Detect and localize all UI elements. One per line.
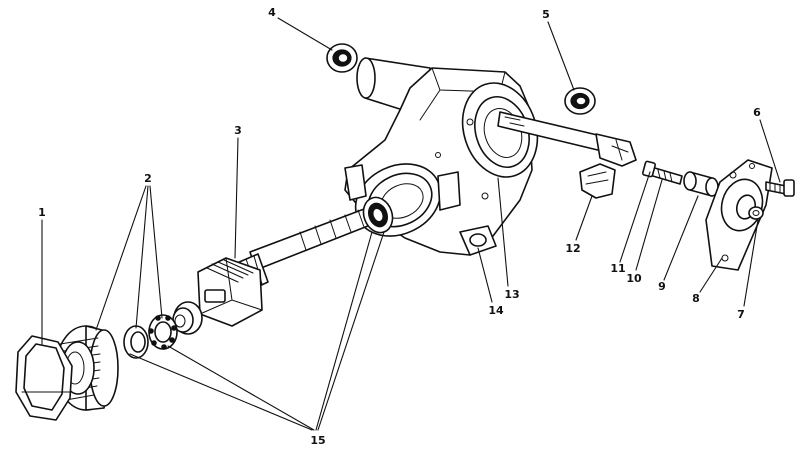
gearbox-housing xyxy=(344,57,539,256)
leader-4 xyxy=(277,17,333,51)
leader-9 xyxy=(663,195,699,281)
callout-3: 3 xyxy=(234,124,242,137)
leader-2a xyxy=(95,185,147,331)
leader-lines xyxy=(41,17,781,431)
leader-14 xyxy=(477,247,493,303)
cross-shaft xyxy=(497,111,637,167)
callout-14: 14 xyxy=(488,304,504,317)
callout-10: 10 xyxy=(626,272,642,285)
callout-11: 11 xyxy=(610,262,625,275)
callout-12: 12 xyxy=(565,242,580,255)
oil-seal-upper xyxy=(326,43,358,73)
leader-8 xyxy=(699,257,723,293)
leader-15b xyxy=(167,345,315,431)
leader-2b xyxy=(135,185,149,329)
callout-4: 4 xyxy=(268,6,276,19)
ball-bearing xyxy=(148,314,178,350)
leader-11 xyxy=(619,171,651,263)
leader-10 xyxy=(635,179,663,271)
lock-nut xyxy=(15,335,73,421)
cover-bolt xyxy=(765,179,795,197)
leader-6 xyxy=(759,119,781,183)
callout-6: 6 xyxy=(753,106,761,119)
cover-nut xyxy=(748,206,764,220)
callout-15: 15 xyxy=(310,434,325,447)
leader-13 xyxy=(497,177,509,287)
oil-seal-right xyxy=(564,87,596,115)
bearing-housing xyxy=(362,196,394,234)
leader-15a xyxy=(129,353,313,431)
bushing xyxy=(683,171,719,197)
callout-9: 9 xyxy=(658,280,666,293)
callout-13: 13 xyxy=(504,288,519,301)
worm-shaft xyxy=(172,205,379,335)
callout-7: 7 xyxy=(737,308,745,321)
leader-12 xyxy=(575,195,593,241)
leader-7 xyxy=(743,219,759,307)
callout-8: 8 xyxy=(692,292,700,305)
leader-3 xyxy=(234,137,239,259)
leader-15c xyxy=(315,231,373,431)
leader-15d xyxy=(317,231,385,431)
callout-labels: 1 2 3 4 5 6 7 8 9 10 11 12 13 14 15 xyxy=(38,6,761,447)
adjuster-plate xyxy=(579,163,616,199)
callout-1: 1 xyxy=(38,206,46,219)
leader-5 xyxy=(547,21,575,91)
adjuster-screw xyxy=(642,160,683,185)
leader-2c xyxy=(149,185,163,319)
callout-2: 2 xyxy=(144,172,152,185)
callout-5: 5 xyxy=(542,8,550,21)
ring-seal xyxy=(123,325,149,359)
